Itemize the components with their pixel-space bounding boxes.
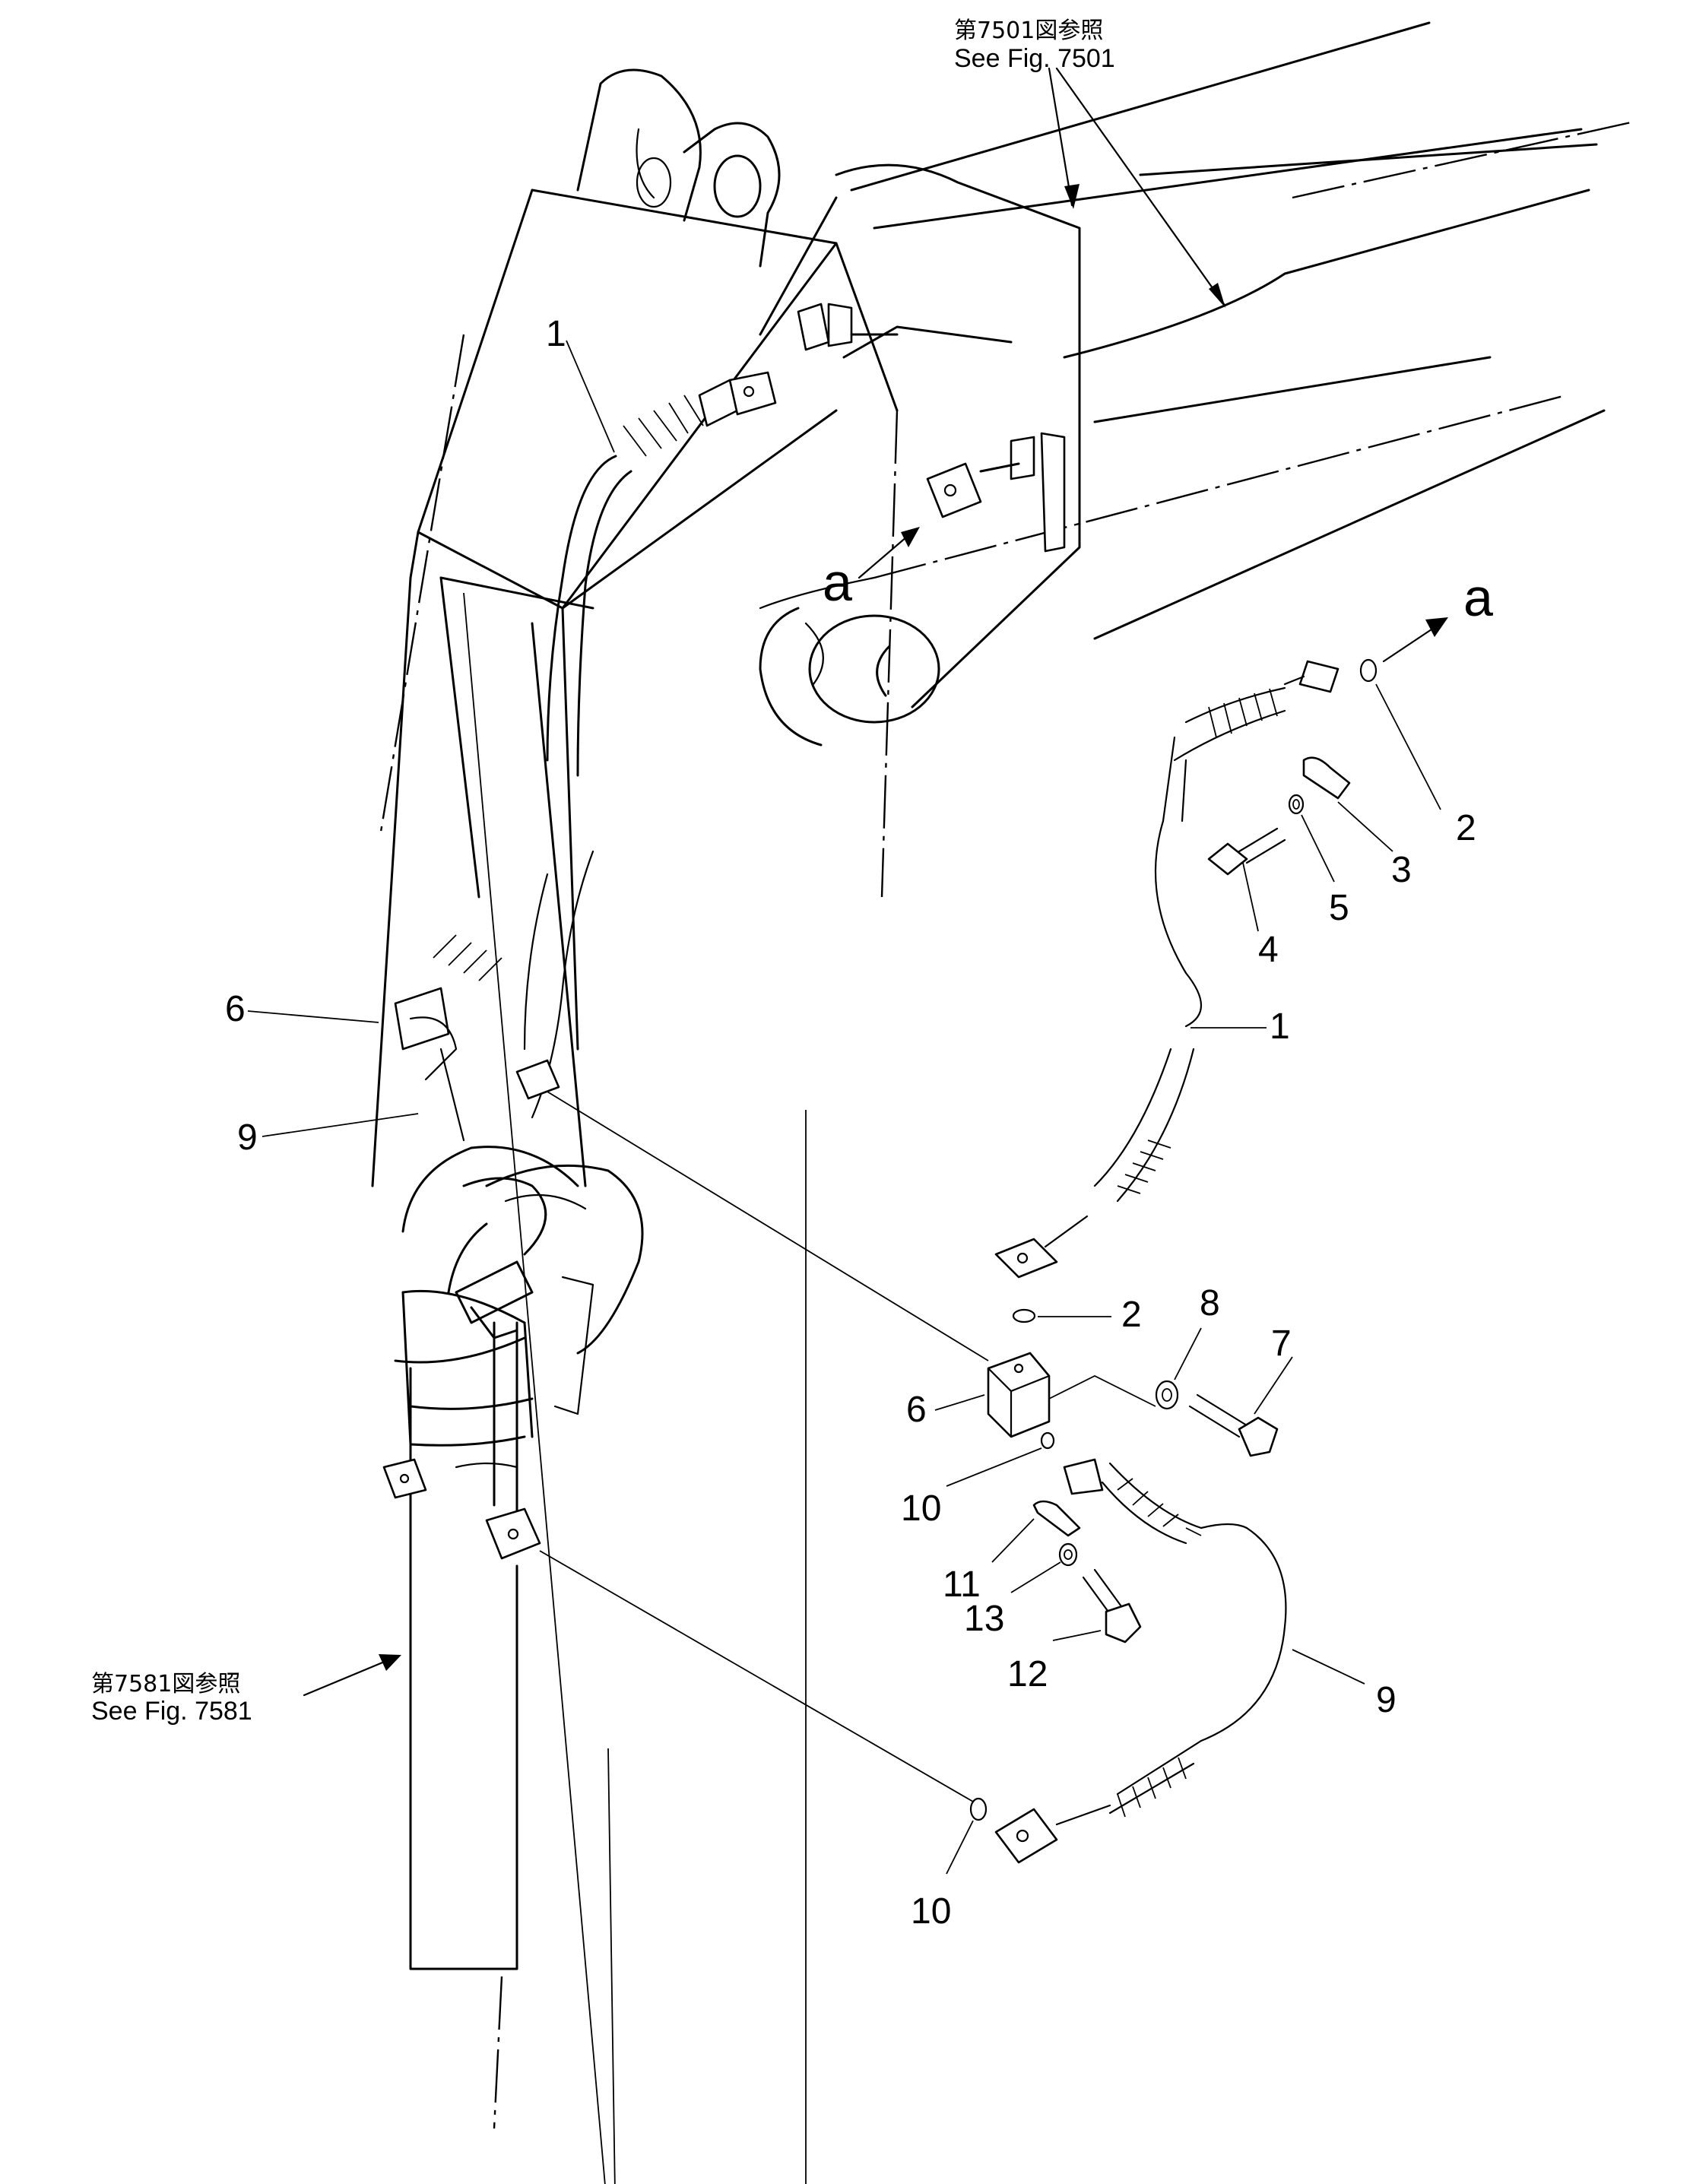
label-part-8: 8 xyxy=(1200,1283,1220,1323)
label-part-2-mid: 2 xyxy=(1121,1295,1142,1335)
label-part-9: 9 xyxy=(1376,1680,1397,1720)
reference-arrows xyxy=(303,67,1448,1697)
label-part-5: 5 xyxy=(1329,888,1349,928)
left-ref-en: See Fig. 7581 xyxy=(91,1697,252,1726)
exploded-parts xyxy=(382,658,1378,1864)
top-ref-ja: 第7501図参照 xyxy=(954,17,1103,44)
view-marker-a-right: a xyxy=(1463,568,1493,627)
top-ref-en: See Fig. 7501 xyxy=(954,44,1115,73)
label-part-6: 6 xyxy=(906,1390,927,1430)
label-part-4: 4 xyxy=(1258,930,1279,970)
label-part-1-main: 1 xyxy=(546,314,566,354)
label-part-7: 7 xyxy=(1271,1323,1292,1364)
hose-on-arm xyxy=(394,371,777,1142)
boom-fittings xyxy=(797,303,1066,553)
label-part-12: 12 xyxy=(1007,1654,1048,1694)
arm-structure xyxy=(371,68,899,2184)
label-part-2-top: 2 xyxy=(1456,808,1476,848)
leader-lines xyxy=(247,340,1441,1875)
label-part-1: 1 xyxy=(1270,1006,1290,1047)
o-ring-2-top xyxy=(1359,658,1378,683)
left-ref-ja: 第7581図参照 xyxy=(91,1671,240,1697)
label-part-6-main: 6 xyxy=(225,989,246,1029)
label-part-3: 3 xyxy=(1391,850,1412,890)
label-part-11: 11 xyxy=(943,1564,981,1605)
view-marker-a-left: a xyxy=(823,553,852,612)
label-part-10-bot: 10 xyxy=(911,1891,951,1932)
label-part-9-main: 9 xyxy=(237,1117,258,1158)
label-part-13: 13 xyxy=(964,1599,1004,1639)
boom-structure xyxy=(759,21,1635,746)
label-part-10-mid: 10 xyxy=(901,1488,941,1529)
